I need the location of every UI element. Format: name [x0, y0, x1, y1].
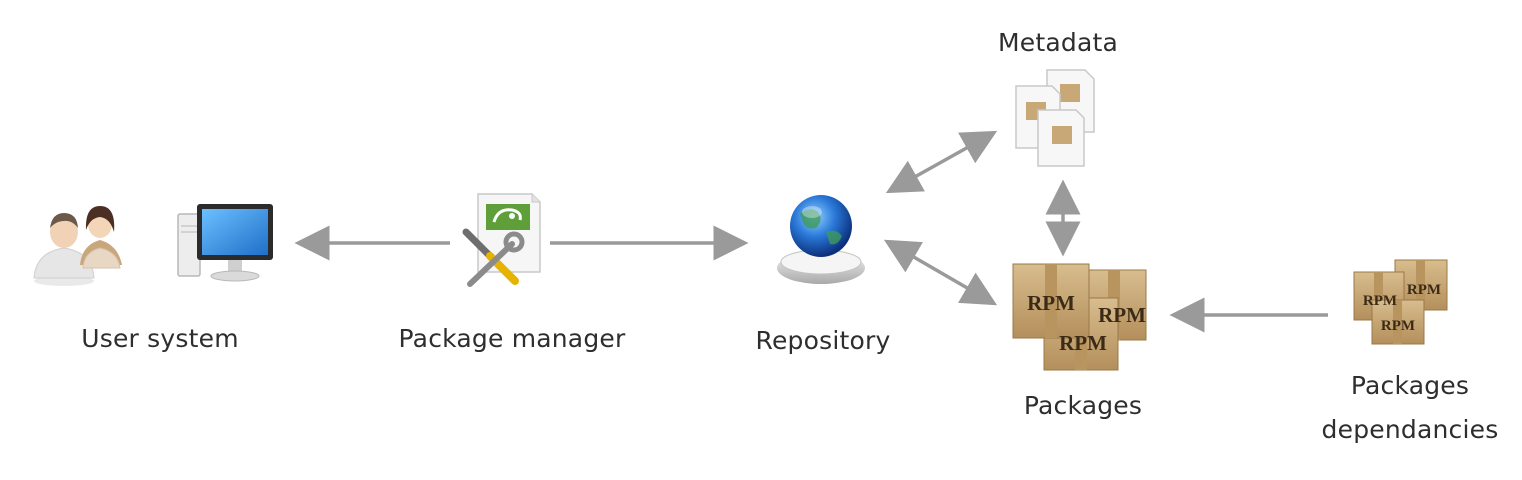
rpm-label: RPM	[1098, 303, 1146, 327]
rpm-boxes-icon: RPM RPM RPM	[1012, 263, 1147, 371]
metadata-label: Metadata	[998, 28, 1118, 57]
arrow-repo-packages	[883, 239, 998, 306]
rpm-boxes-icon: RPM RPM RPM	[1353, 259, 1448, 345]
packages-label: Packages	[1023, 391, 1143, 420]
rpm-label: RPM	[1381, 318, 1415, 334]
dependencies-label-line2: dependancies	[1321, 414, 1499, 444]
documents-icon	[1015, 69, 1095, 167]
rpm-label: RPM	[1059, 331, 1107, 355]
globe-icon	[777, 195, 865, 284]
user-system-label: User system	[81, 324, 239, 353]
package-manager-icon	[462, 193, 541, 287]
rpm-label: RPM	[1363, 293, 1397, 309]
dependencies-label-line1: Packages	[1350, 371, 1470, 400]
computer-icon	[177, 204, 273, 282]
rpm-label: RPM	[1407, 282, 1441, 298]
arrow-repo-metadata	[885, 130, 998, 194]
users-icon	[33, 206, 122, 286]
package-manager-label: Package manager	[398, 324, 626, 353]
rpm-label: RPM	[1027, 291, 1075, 315]
repository-label: Repository	[755, 326, 891, 355]
dependencies-label: Packages dependancies	[1300, 364, 1520, 452]
